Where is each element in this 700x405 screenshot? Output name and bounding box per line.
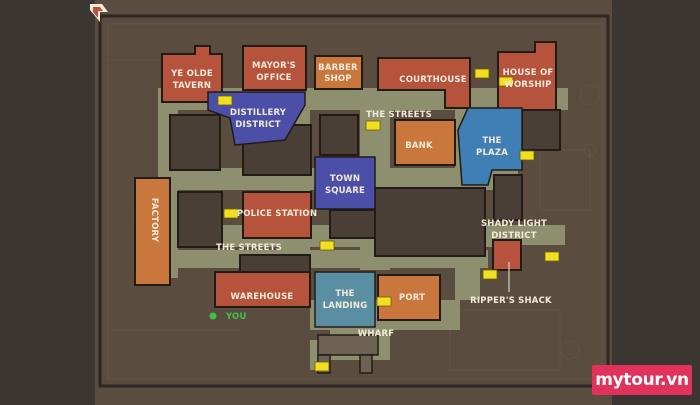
label-mayor-2: OFFICE: [256, 73, 291, 83]
back-arrow-icon[interactable]: [88, 2, 110, 24]
the-landing: [314, 271, 376, 328]
label-plaza-2: PLAZA: [476, 148, 508, 158]
town-square: [314, 156, 376, 210]
label-distillery-2: DISTRICT: [235, 120, 280, 130]
marker-icon[interactable]: [319, 240, 335, 251]
watermark: mytour.vn: [592, 365, 692, 395]
label-town-1: TOWN: [330, 174, 360, 184]
label-warehouse: WAREHOUSE: [231, 292, 294, 302]
marker-icon[interactable]: [519, 150, 535, 161]
marker-icon[interactable]: [474, 68, 490, 79]
map-border: [98, 14, 610, 388]
marker-icon[interactable]: [314, 361, 330, 372]
label-streets-top: THE STREETS: [366, 110, 432, 120]
barber-shop: [314, 55, 363, 90]
marker-icon[interactable]: [376, 296, 392, 307]
bank: [394, 119, 456, 166]
marker-icon[interactable]: [544, 251, 560, 262]
label-town-2: SQUARE: [325, 186, 365, 196]
warehouse: [214, 271, 311, 308]
label-barber-2: SHOP: [324, 74, 352, 84]
marker-icon[interactable]: [498, 76, 514, 87]
the-plaza: [457, 107, 523, 186]
marker-icon[interactable]: [365, 120, 381, 131]
mayors-office: [242, 45, 307, 91]
label-bank: BANK: [405, 141, 433, 151]
label-shady-1: SHADY LIGHT: [481, 219, 547, 229]
label-shady-2: DISTRICT: [491, 231, 536, 241]
right-panel: [612, 0, 700, 405]
ye-olde-tavern: [161, 45, 223, 103]
label-ripper: RIPPER'S SHACK: [470, 296, 552, 306]
factory: [134, 177, 171, 286]
marker-icon[interactable]: [217, 95, 233, 106]
label-factory: FACTORY: [149, 198, 159, 243]
label-tavern-1: YE OLDE: [170, 69, 213, 79]
courthouse: [377, 57, 471, 109]
label-barber-1: BARBER: [318, 63, 358, 73]
player-location-icon: [209, 312, 217, 320]
label-tavern-2: TAVERN: [173, 81, 211, 91]
label-courthouse: COURTHOUSE: [399, 75, 467, 85]
label-worship-2: WORSHIP: [504, 80, 551, 90]
label-you: YOU: [225, 312, 247, 322]
label-landing-1: THE: [335, 289, 354, 299]
rippers-shack: [492, 239, 522, 271]
marker-icon[interactable]: [482, 269, 498, 280]
label-worship-1: HOUSE OF: [503, 68, 554, 78]
markers: [217, 68, 560, 372]
label-distillery-1: DISTILLERY: [230, 108, 287, 118]
label-landing-2: LANDING: [323, 301, 368, 311]
label-wharf: WHARF: [358, 329, 394, 339]
label-police: POLICE STATION: [237, 209, 317, 219]
label-plaza-1: THE: [482, 136, 501, 146]
label-streets-bottom: THE STREETS: [216, 243, 282, 253]
label-port: PORT: [399, 293, 425, 303]
label-mayor-1: MAYOR'S: [252, 61, 296, 71]
marker-icon[interactable]: [223, 208, 239, 219]
police-station: [242, 191, 312, 239]
left-panel: [0, 0, 95, 405]
